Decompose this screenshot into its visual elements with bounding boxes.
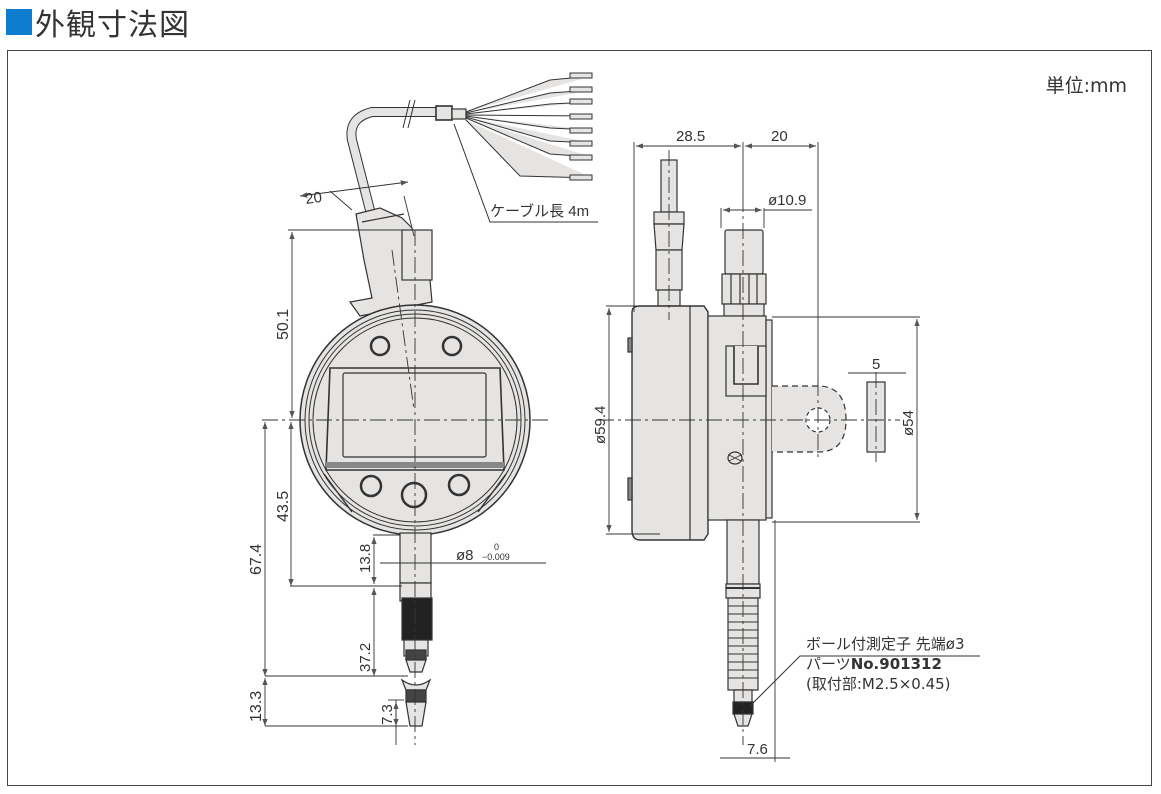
button-bottom-center [400, 481, 428, 509]
drawing-frame: 単位:mm [7, 50, 1152, 786]
dim-lug-thickness: 5 [872, 356, 880, 373]
dim-stem-dia-tolerance-upper: 0 [494, 542, 499, 552]
button-bottom-right [447, 473, 471, 497]
cable-wires [465, 72, 593, 181]
button-top-left [369, 335, 391, 357]
contact-note-line2: パーツNo.901312 [806, 654, 965, 674]
section-title: 外観寸法図 [6, 2, 190, 43]
contact-note-line3: (取付部:M2.5×0.45) [806, 675, 951, 693]
button-bottom-left [359, 474, 383, 498]
side-dimensions [606, 142, 980, 762]
title-text: 外観寸法図 [35, 8, 190, 43]
dim-total-lower: 67.4 [248, 544, 265, 575]
dim-body-dia: ø59.4 [592, 406, 609, 444]
side-centerlines [598, 150, 900, 745]
side-cap [721, 229, 767, 317]
dim-spindle: 37.2 [357, 643, 374, 672]
dim-stem-length: 13.8 [357, 544, 374, 573]
dim-connector-width: 20 [304, 189, 323, 208]
dim-cap-dia: ø10.9 [768, 192, 806, 209]
button-top-right [441, 335, 463, 357]
back-lug [772, 381, 886, 453]
dim-tip-offset: 7.6 [747, 741, 768, 758]
front-centerlines [262, 230, 548, 745]
contact-note-line1: ボール付測定子 先端ø3 [806, 635, 965, 653]
stem-spindle [399, 532, 433, 727]
dim-tip: 13.3 [248, 691, 265, 722]
dim-contact: 7.3 [379, 704, 396, 725]
dim-stem-dia-tolerance: −0.009 [482, 552, 510, 562]
unit-label: 単位:mm [1045, 75, 1127, 97]
cable [346, 72, 598, 223]
side-body [627, 305, 773, 541]
front-view: 20 50.1 43.5 67.4 13.8 37.2 13.3 7.3 ø8 … [248, 72, 598, 745]
contact-note-part-number: No.901312 [850, 655, 942, 673]
connector [348, 207, 433, 317]
dim-stem-dia: ø8 [456, 547, 474, 564]
side-view: 28.5 20 ø10.9 ø59.4 ø54 5 7.6 [592, 128, 980, 762]
dim-back-dia: ø54 [900, 410, 917, 436]
contact-note-parts-label: パーツ [806, 655, 851, 673]
title-marker-square [6, 9, 32, 35]
dim-left-depth: 28.5 [676, 128, 705, 145]
contact-note: ボール付測定子 先端ø3 パーツNo.901312 (取付部:M2.5×0.45… [806, 634, 965, 694]
dim-lower-height: 43.5 [275, 491, 292, 522]
cable-length-label: ケーブル長 4m [490, 202, 589, 220]
dim-right-depth: 20 [771, 128, 788, 145]
front-dimensions [262, 180, 546, 745]
dim-top-height: 50.1 [275, 309, 292, 340]
